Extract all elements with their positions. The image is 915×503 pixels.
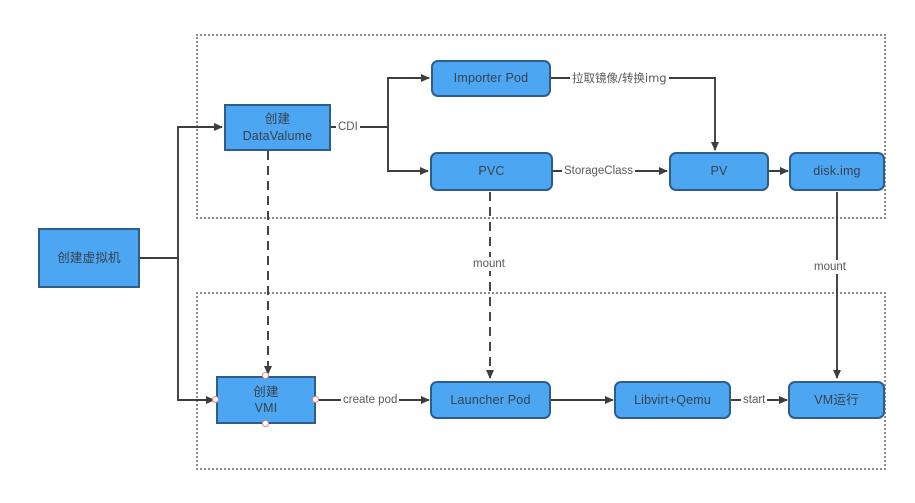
node-pvc[interactable]: PVC — [430, 152, 553, 191]
node-importer-pod-label: Importer Pod — [453, 71, 529, 86]
node-launcher-pod-label: Launcher Pod — [450, 392, 531, 407]
node-vm-running[interactable]: VM运行 — [788, 381, 885, 419]
node-create-vmi-label-line2: VMI — [254, 401, 278, 415]
node-create-vmi-label-line1: 创建 — [253, 384, 279, 399]
node-pvc-label: PVC — [478, 164, 505, 179]
edge-label-cdi: CDI — [336, 120, 360, 134]
edge-label-storage-class: StorageClass — [562, 164, 636, 178]
node-create-vmi[interactable]: 创建 VMI — [216, 376, 316, 424]
node-importer-pod[interactable]: Importer Pod — [431, 60, 551, 97]
edge-label-create-pod: create pod — [341, 393, 400, 407]
node-libvirt-qemu[interactable]: Libvirt+Qemu — [614, 381, 731, 419]
edge-label-pull-image: 拉取镜像/转换img — [570, 71, 669, 85]
node-libvirt-qemu-label: Libvirt+Qemu — [633, 392, 712, 407]
edge-label-start: start — [741, 393, 768, 407]
node-create-datavolume[interactable]: 创建 DataValume — [224, 104, 331, 151]
edge-label-mount-disk: mount — [812, 260, 848, 274]
node-create-vm-label: 创建虚拟机 — [57, 250, 121, 265]
node-disk-img[interactable]: disk.img — [789, 152, 885, 191]
edge-label-mount-pvc: mount — [471, 257, 507, 271]
resize-handle-bottom[interactable] — [262, 420, 269, 427]
node-disk-img-label: disk.img — [813, 164, 861, 179]
node-pv-label: PV — [710, 164, 728, 179]
resize-handle-top[interactable] — [262, 372, 269, 379]
node-vm-running-label: VM运行 — [814, 392, 859, 407]
node-create-vm[interactable]: 创建虚拟机 — [38, 228, 140, 288]
node-create-datavolume-label-line1: 创建 — [264, 112, 291, 126]
node-pv[interactable]: PV — [669, 152, 769, 191]
resize-handle-right[interactable] — [312, 396, 319, 403]
node-create-datavolume-label-line2: DataValume — [242, 128, 313, 143]
node-launcher-pod[interactable]: Launcher Pod — [430, 381, 551, 419]
resize-handle-left[interactable] — [212, 396, 219, 403]
